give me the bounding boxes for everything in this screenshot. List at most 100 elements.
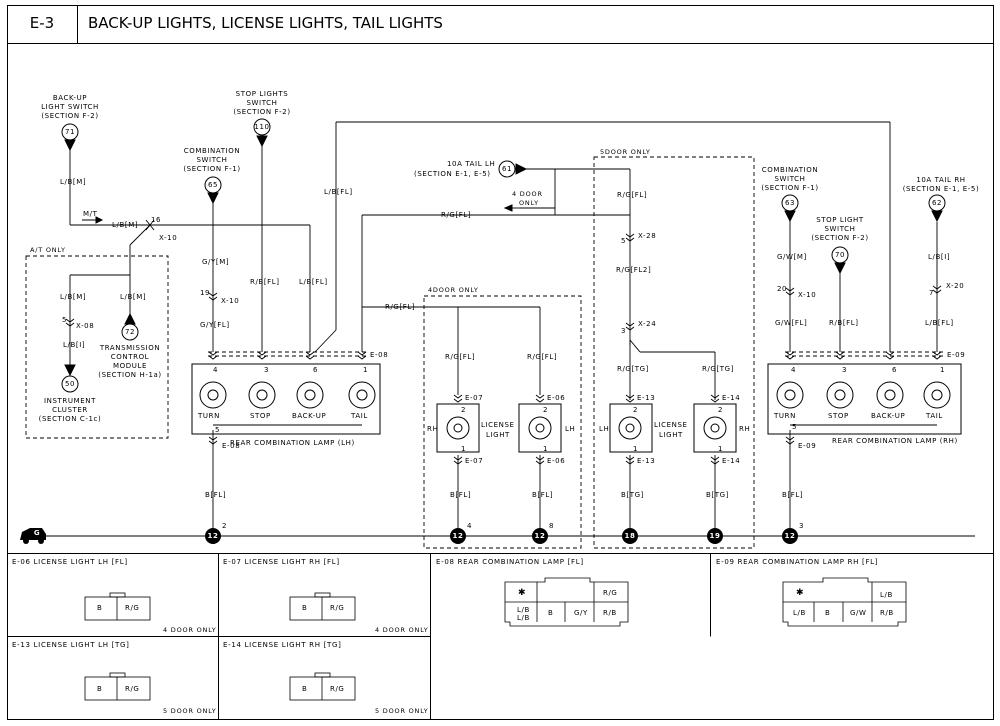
- pin-label: R/B: [880, 609, 894, 617]
- connector-chevron: [710, 394, 720, 399]
- pin-label: 1: [718, 445, 724, 453]
- connector-chevron: [535, 398, 545, 403]
- connector-chevron: [625, 398, 635, 403]
- wire-label: B[FL]: [782, 491, 804, 499]
- connector-chevron: [785, 291, 795, 296]
- connector-label: X-20: [946, 282, 965, 290]
- connector-label: E-14: [722, 457, 741, 465]
- panel-e08-title: E-08 REAR COMBINATION LAMP [FL]: [436, 558, 584, 566]
- wire-label: B[FL]: [205, 491, 227, 499]
- connector-chevron: [710, 398, 720, 403]
- tail-lh-section: (SECTION E-1, E-5): [414, 170, 491, 178]
- pin-label: 5: [792, 423, 798, 431]
- connector-chevron: [453, 398, 463, 403]
- ground-sub: 4: [467, 522, 473, 530]
- connector-label: E-09: [947, 351, 966, 359]
- connector-chevron: [65, 322, 75, 327]
- lamp-turn-label: TURN: [774, 412, 796, 420]
- pin-label: 19: [200, 289, 211, 297]
- connector-label: E-13: [637, 457, 656, 465]
- panel-e07-title: E-07 LICENSE LIGHT RH [FL]: [223, 558, 340, 566]
- ground-point: 12: [534, 532, 546, 540]
- connector-chevron: [453, 460, 463, 465]
- pin-label: R/G: [330, 685, 345, 693]
- pin-label: R/B: [603, 609, 617, 617]
- wire-label: B[TG]: [706, 491, 729, 499]
- pin-label: B: [302, 685, 308, 693]
- wire-label: G/Y[FL]: [200, 321, 230, 329]
- pin-label: 1: [461, 445, 467, 453]
- wire-label: R/G[FL]: [617, 191, 648, 199]
- car-ground-icon: G: [33, 529, 41, 537]
- connector-label: E-09: [798, 442, 817, 450]
- pin-label: 3: [264, 366, 270, 374]
- connector-chevron: [885, 355, 895, 360]
- conn-70: 70: [834, 251, 846, 259]
- connector-label: E-07: [465, 457, 484, 465]
- pin-label: G/W: [850, 609, 867, 617]
- connector-chevron: [885, 351, 895, 356]
- wire-label: R/B[FL]: [250, 278, 280, 286]
- connector-chevron: [785, 351, 795, 356]
- pin-label: R/G: [125, 604, 140, 612]
- connector-chevron: [625, 233, 635, 238]
- pin-label: 4: [791, 366, 797, 374]
- pin-label: 3: [842, 366, 848, 374]
- connector-label: E-14: [722, 394, 741, 402]
- connector-chevron: [625, 326, 635, 331]
- pin-label: 2: [718, 406, 724, 414]
- panel-e13-note: 5 DOOR ONLY: [163, 707, 217, 715]
- connector-chevron: [208, 296, 218, 301]
- pin-label: L/B: [793, 609, 806, 617]
- wire-label: L/B[M]: [112, 221, 139, 229]
- ground-point: 19: [709, 532, 721, 540]
- pin-label: 6: [313, 366, 319, 374]
- wire-label: B[TG]: [621, 491, 644, 499]
- tail-lh-label: 10A TAIL LH: [447, 160, 496, 168]
- panel-e13-title: E-13 LICENSE LIGHT LH [TG]: [12, 641, 130, 649]
- connector-chevron: [835, 351, 845, 356]
- connector-chevron: [785, 436, 795, 441]
- at-only-note: A/T ONLY: [30, 246, 66, 254]
- pin-label: B: [302, 604, 308, 612]
- conn-110: 110: [254, 123, 270, 131]
- wire-label: G/Y[M]: [202, 258, 230, 266]
- connector-label: E-08: [370, 351, 389, 359]
- pin-label: 2: [633, 406, 639, 414]
- connector-label: E-06: [547, 457, 566, 465]
- conn-65: 65: [207, 181, 219, 189]
- rh-label: RH: [739, 425, 751, 433]
- pin-label: 7: [929, 289, 935, 297]
- wire-label: M/T: [83, 210, 98, 218]
- connector-chevron: [932, 351, 942, 356]
- connector-chevron: [625, 460, 635, 465]
- wire-label: L/B[FL]: [299, 278, 328, 286]
- connector-chevron: [785, 287, 795, 292]
- pin-label: B: [97, 604, 103, 612]
- lamp-rh-box: [767, 363, 962, 435]
- pin-label: 16: [151, 216, 162, 224]
- four-door-arrow-note: 4 DOOR: [512, 190, 543, 198]
- four-door-box: [423, 295, 582, 549]
- wire-label: B[FL]: [450, 491, 472, 499]
- wire-label: L/B[M]: [120, 293, 147, 301]
- ground-point: 12: [452, 532, 464, 540]
- conn-72: 72: [124, 328, 136, 336]
- pin-label: 1: [633, 445, 639, 453]
- lamp-lh-title: REAR COMBINATION LAMP (LH): [230, 439, 355, 447]
- wire-label: L/B[FL]: [324, 188, 353, 196]
- wire-label: L/B[M]: [60, 293, 87, 301]
- license-label: LICENSE: [654, 421, 688, 429]
- wire-label: L/B[I]: [63, 341, 86, 349]
- ground-point: 12: [207, 532, 219, 540]
- lamp-backup-label: BACK-UP: [871, 412, 906, 420]
- pin-label: 3: [621, 327, 627, 335]
- lamp-tail-label: TAIL: [351, 412, 368, 420]
- connector-chevron: [208, 351, 218, 356]
- wire-label: R/G[FL2]: [616, 266, 652, 274]
- pin-label: 5: [62, 316, 68, 324]
- connector-chevron: [785, 440, 795, 445]
